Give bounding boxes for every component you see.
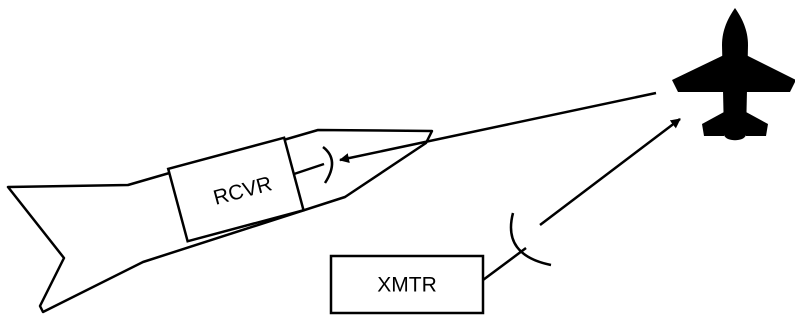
- illumination-signal-arrow: [539, 118, 681, 226]
- aircraft-right-tail: [746, 112, 768, 136]
- aircraft-left-wing: [672, 55, 724, 92]
- transmitter-antenna-feed: [482, 246, 527, 282]
- receiver-box: RCVR: [166, 136, 334, 243]
- transmitter-label: XMTR: [377, 274, 437, 297]
- aircraft-icon: [672, 8, 795, 141]
- transmitter-rect: [329, 254, 485, 315]
- aircraft-left-tail: [702, 112, 724, 136]
- receiver-antenna-feed: [293, 162, 325, 176]
- aircraft-fuselage: [722, 8, 748, 141]
- transmitter-box: XMTR: [329, 212, 552, 315]
- reflected-signal-arrow: [339, 91, 657, 164]
- receiver-rect: [166, 136, 306, 243]
- transmitter-antenna-dish: [509, 212, 552, 267]
- receiver-antenna-dish: [322, 146, 334, 184]
- aircraft-right-wing: [746, 55, 795, 92]
